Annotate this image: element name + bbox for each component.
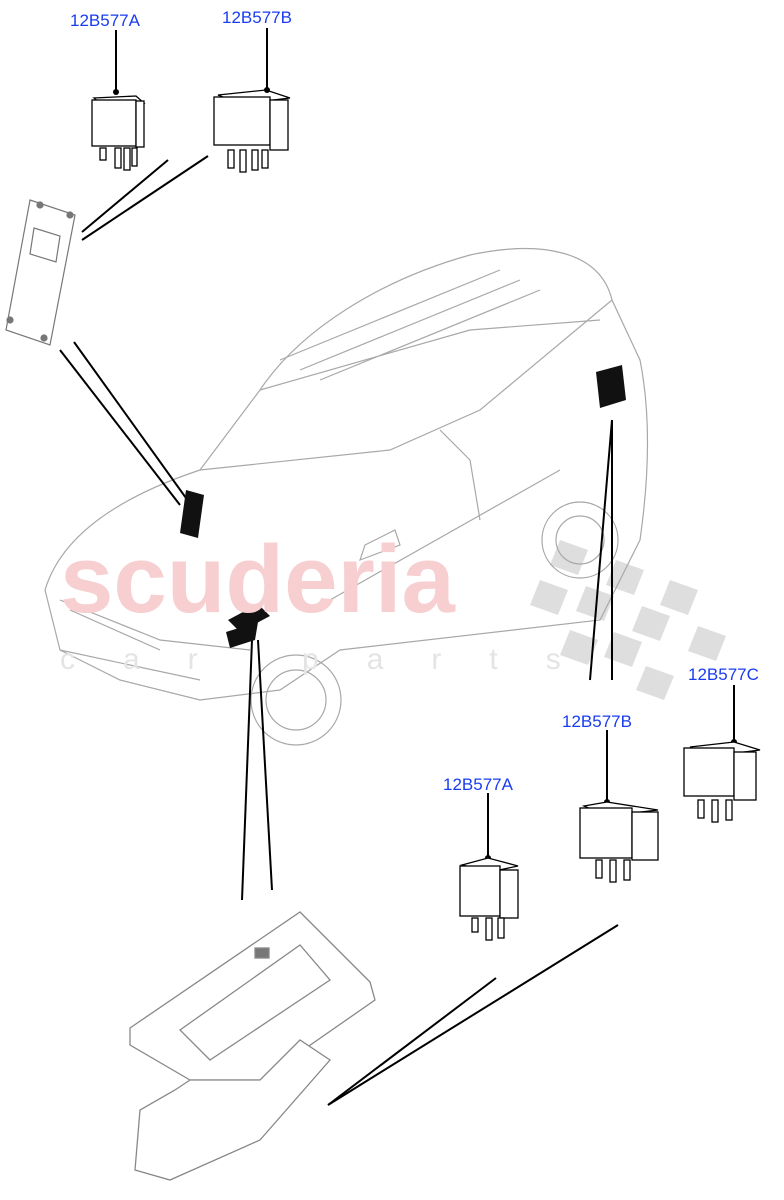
watermark-brand: scuderia — [60, 526, 455, 633]
relay-12B577B-top[interactable] — [213, 89, 291, 173]
rear-relay-bracket[interactable] — [596, 365, 626, 408]
relay-12B577B-bottom[interactable] — [579, 801, 659, 883]
relay-12B577A-top[interactable] — [91, 95, 146, 171]
relay-12B577C-bottom[interactable] — [683, 741, 761, 823]
callout-12B577A-bottom[interactable]: 12B577A — [443, 775, 513, 794]
leader-lines — [59, 28, 735, 1106]
fuse-module-left[interactable] — [5, 199, 76, 346]
engine-fuse-box[interactable] — [129, 911, 376, 1181]
front-fuse-box-location[interactable] — [226, 604, 270, 648]
callout-12B577A-top[interactable]: 12B577A — [70, 11, 140, 30]
leader-dots — [113, 87, 737, 861]
watermark-sub: car parts — [60, 643, 609, 676]
checkered-flag-watermark — [530, 540, 726, 700]
callout-12B577B-top[interactable]: 12B577B — [222, 8, 292, 27]
callout-12B577B-bottom[interactable]: 12B577B — [562, 712, 632, 731]
relay-12B577A-bottom[interactable] — [459, 857, 519, 941]
vehicle-outline — [44, 248, 649, 746]
hood-relay-bracket[interactable] — [180, 490, 204, 538]
callout-12B577C[interactable]: 12B577C — [688, 665, 759, 684]
